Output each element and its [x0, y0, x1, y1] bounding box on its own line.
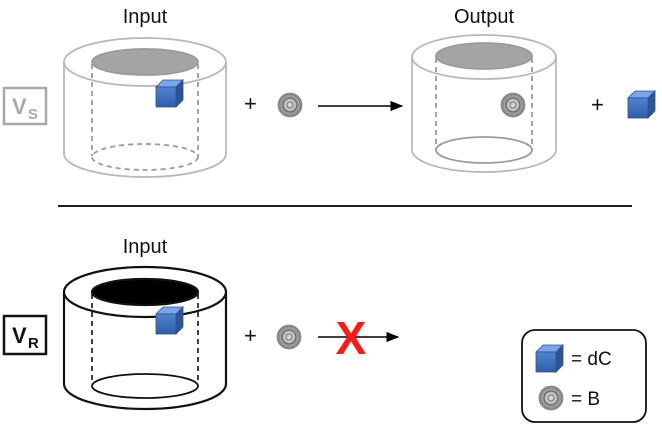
block-x-mark: X	[336, 312, 367, 364]
row-label-vr-main: V	[12, 323, 27, 348]
top-plus-2: +	[591, 92, 604, 117]
top-input-cube-icon	[155, 79, 184, 108]
legend-box: = dC = B	[521, 329, 647, 423]
bottom-plus-1: +	[244, 323, 257, 348]
top-plus-1: +	[244, 91, 257, 116]
bottom-input-heading: Input	[123, 236, 168, 258]
row-label-vr: V R	[2, 314, 48, 356]
top-output-heading: Output	[454, 6, 514, 28]
top-output-bead-icon	[500, 92, 526, 118]
legend-cube-icon	[535, 344, 564, 373]
top-bead-icon	[277, 92, 303, 118]
row-label-vr-sub: R	[28, 335, 39, 352]
top-panel: Input Output V S +	[2, 6, 656, 178]
row-label-vs: V S	[2, 86, 48, 126]
top-input-heading: Input	[123, 6, 168, 28]
row-label-vs-main: V	[12, 94, 27, 119]
bottom-input-cylinder	[62, 265, 228, 411]
row-label-vs-sub: S	[28, 106, 38, 123]
top-output-cube-icon	[627, 90, 656, 119]
top-output-cylinder	[411, 34, 557, 173]
legend-item-dc: = dC	[571, 349, 612, 370]
bottom-panel: Input V R + X	[2, 236, 400, 411]
top-input-cylinder	[63, 37, 227, 178]
legend-bead-icon	[538, 385, 564, 411]
bottom-bead-icon	[276, 324, 302, 350]
legend-item-b: = B	[571, 389, 600, 410]
bottom-input-cube-icon	[155, 306, 184, 335]
